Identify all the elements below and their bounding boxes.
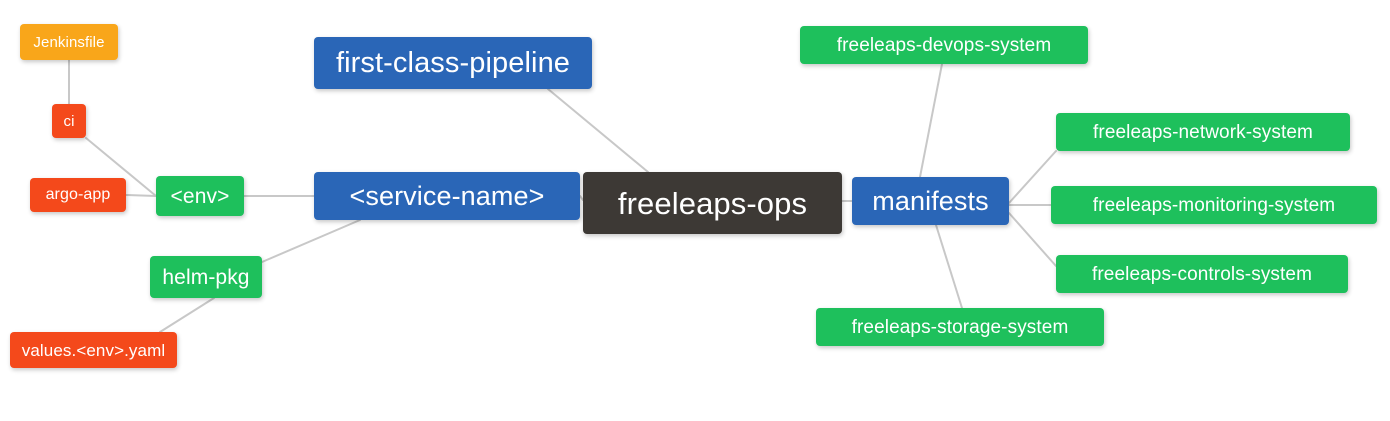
node-label-freeleaps-controls-system: freeleaps-controls-system xyxy=(1091,263,1313,285)
node-first-class-pipeline[interactable]: first-class-pipeline xyxy=(314,37,592,89)
node-label-ci: ci xyxy=(63,112,75,130)
node-label-freeleaps-storage-system: freeleaps-storage-system xyxy=(851,316,1069,338)
node-service-name[interactable]: <service-name> xyxy=(314,172,580,220)
node-env[interactable]: <env> xyxy=(156,176,244,216)
node-label-freeleaps-devops-system: freeleaps-devops-system xyxy=(836,34,1052,56)
node-ci[interactable]: ci xyxy=(52,104,86,138)
edge-manifests-to-freeleaps-controls-system xyxy=(1008,212,1057,267)
node-label-jenkinsfile: Jenkinsfile xyxy=(33,33,105,51)
node-freeleaps-controls-system[interactable]: freeleaps-controls-system xyxy=(1056,255,1348,293)
node-values-yaml[interactable]: values.<env>.yaml xyxy=(10,332,177,368)
edge-argo-app-to-env xyxy=(125,194,157,197)
edge-manifests-to-freeleaps-storage-system xyxy=(935,224,963,309)
node-label-first-class-pipeline: first-class-pipeline xyxy=(335,46,571,79)
edge-first-class-pipeline-to-freeleaps-ops xyxy=(547,88,649,173)
node-label-freeleaps-monitoring-system: freeleaps-monitoring-system xyxy=(1092,194,1336,216)
edge-manifests-to-freeleaps-network-system xyxy=(1008,150,1057,204)
node-helm-pkg[interactable]: helm-pkg xyxy=(150,256,262,298)
edge-helm-pkg-to-service-name xyxy=(261,219,361,263)
node-label-env: <env> xyxy=(170,184,230,208)
node-label-argo-app: argo-app xyxy=(45,186,111,203)
node-freeleaps-devops-system[interactable]: freeleaps-devops-system xyxy=(800,26,1088,64)
node-label-freeleaps-network-system: freeleaps-network-system xyxy=(1093,121,1313,143)
node-jenkinsfile[interactable]: Jenkinsfile xyxy=(20,24,118,60)
node-label-freeleaps-ops: freeleaps-ops xyxy=(617,185,808,221)
node-freeleaps-storage-system[interactable]: freeleaps-storage-system xyxy=(816,308,1104,346)
node-freeleaps-ops[interactable]: freeleaps-ops xyxy=(583,172,842,234)
node-label-service-name: <service-name> xyxy=(349,180,545,211)
node-label-manifests: manifests xyxy=(872,185,989,216)
edge-values-yaml-to-helm-pkg xyxy=(159,297,215,333)
node-manifests[interactable]: manifests xyxy=(852,177,1009,225)
node-freeleaps-monitoring-system[interactable]: freeleaps-monitoring-system xyxy=(1051,186,1377,224)
node-argo-app[interactable]: argo-app xyxy=(30,178,126,212)
node-label-values-yaml: values.<env>.yaml xyxy=(21,340,166,360)
edge-manifests-to-freeleaps-devops-system xyxy=(919,63,943,178)
node-label-helm-pkg: helm-pkg xyxy=(162,265,250,289)
node-freeleaps-network-system[interactable]: freeleaps-network-system xyxy=(1056,113,1350,151)
